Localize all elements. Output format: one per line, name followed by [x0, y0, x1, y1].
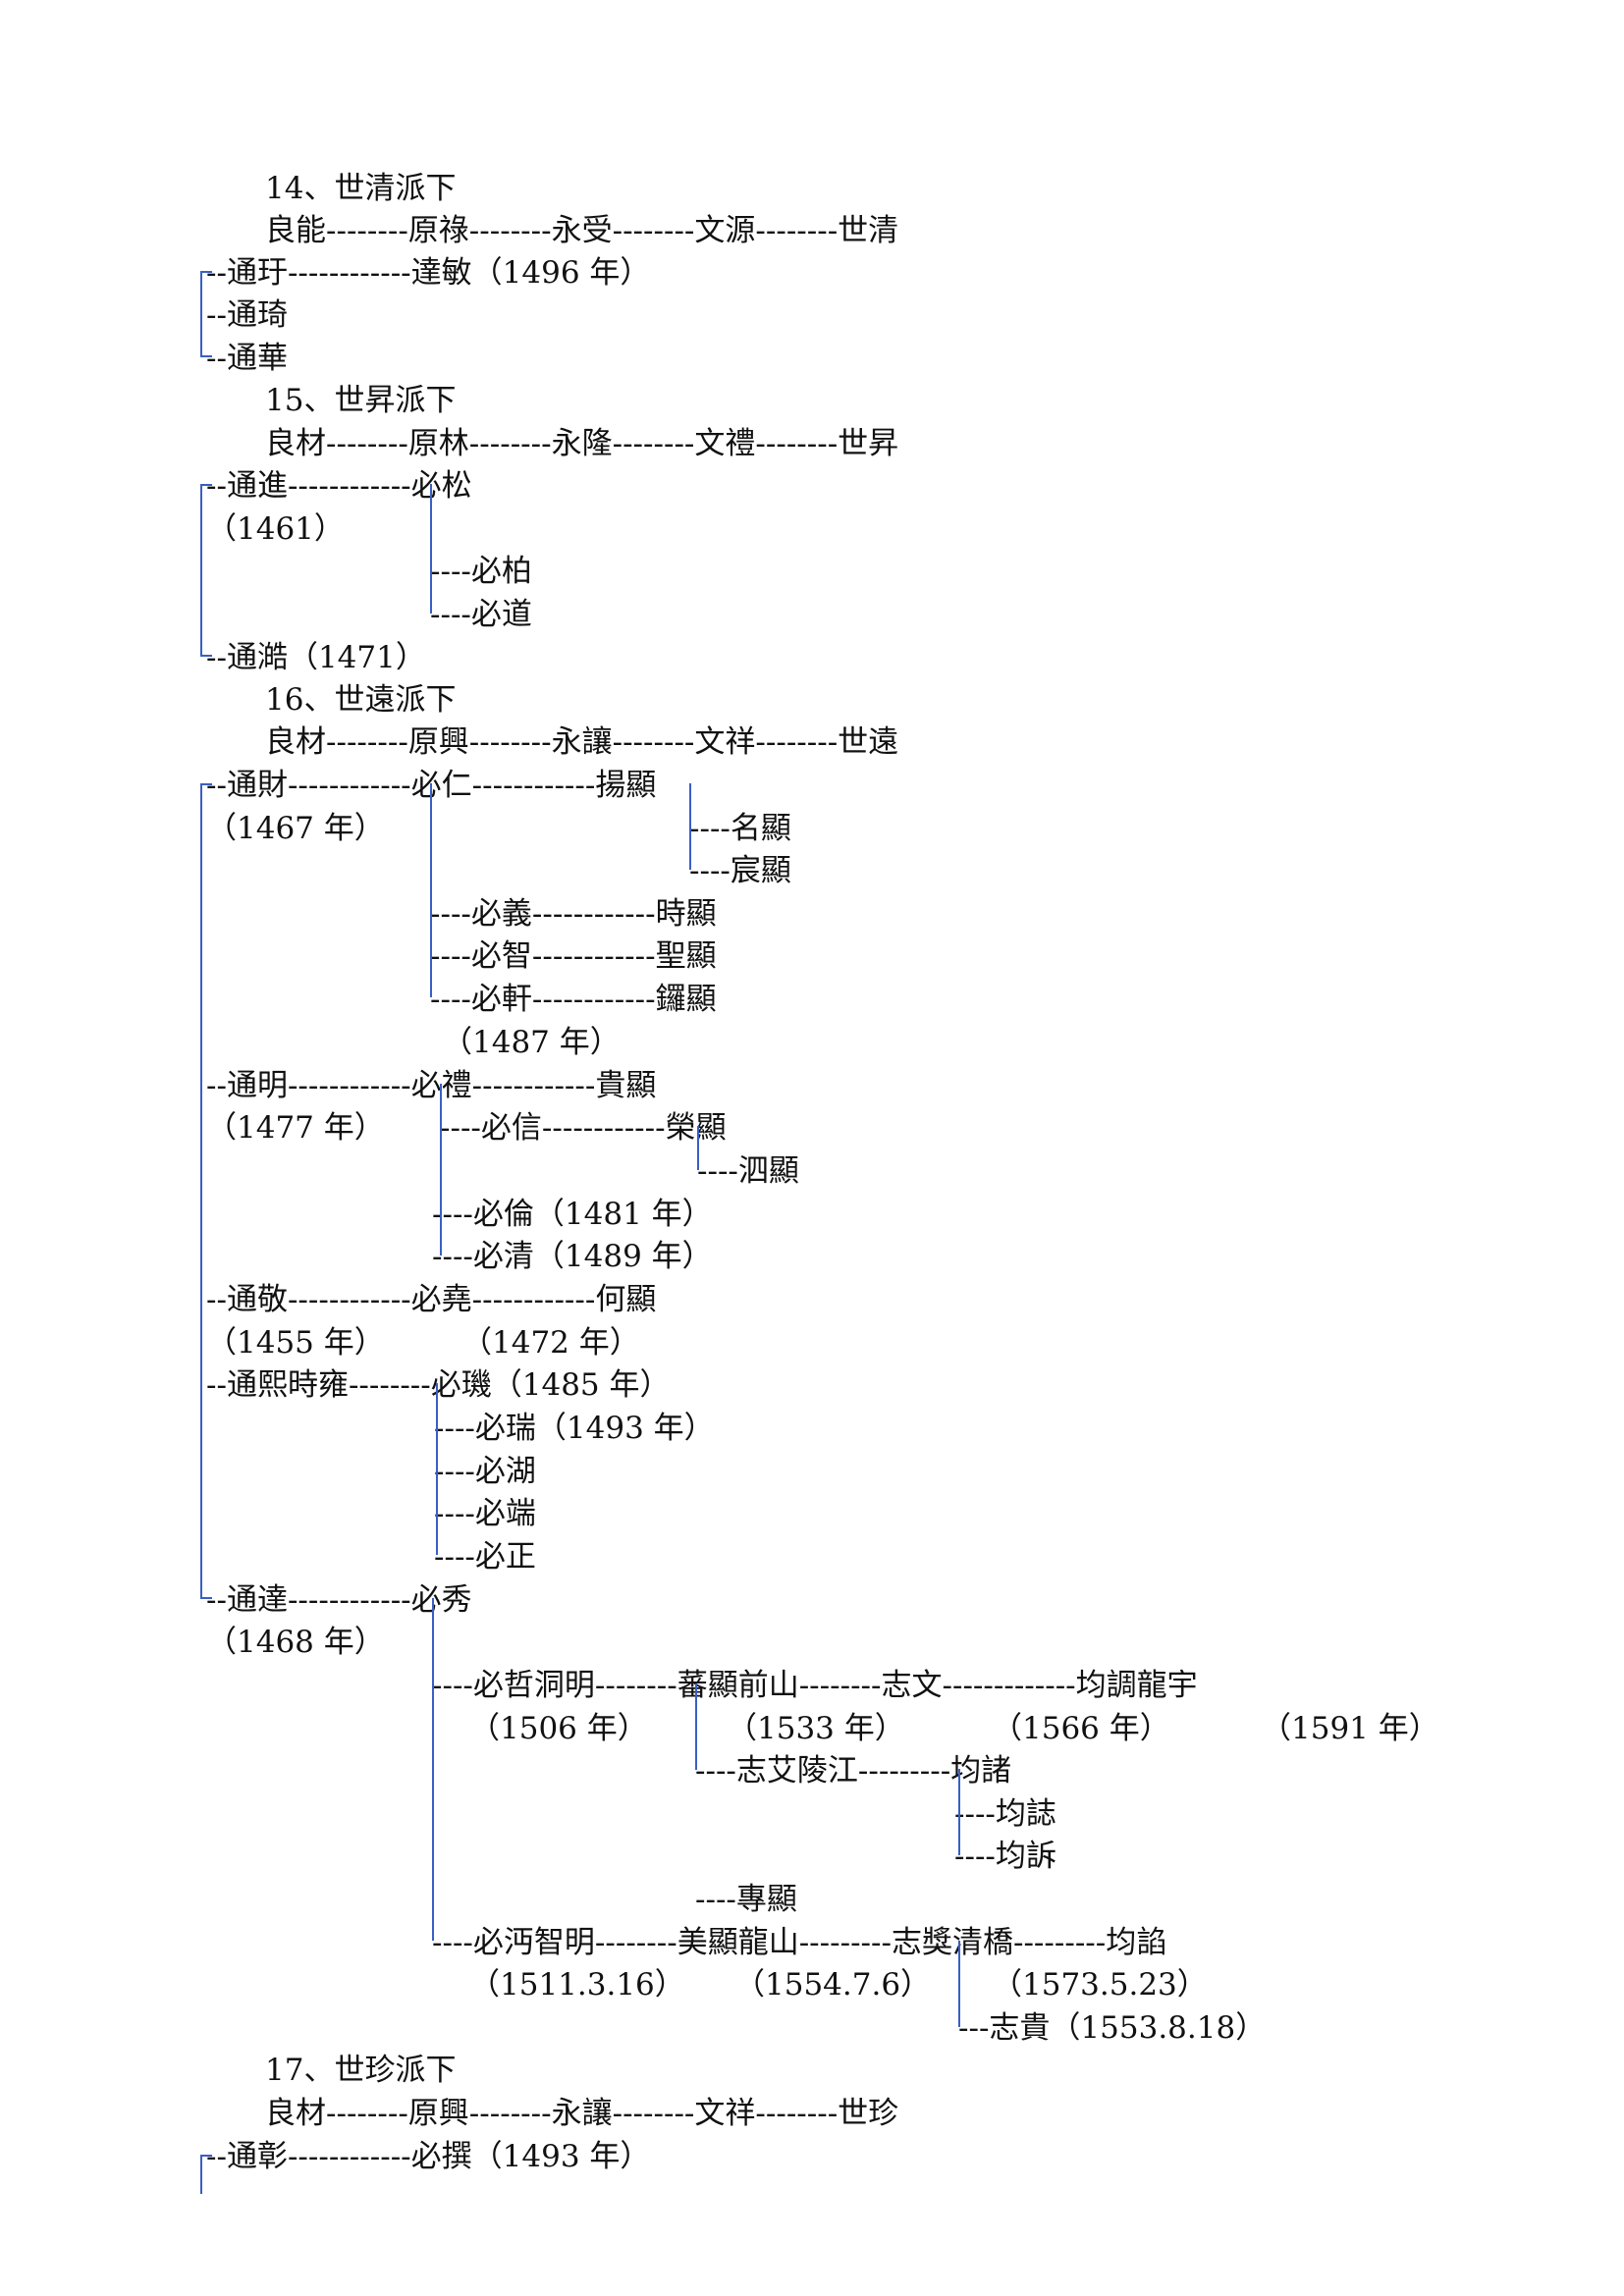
branch-connector	[200, 783, 212, 785]
genealogy-line: --通明------------必禮------------貴顯	[206, 1068, 657, 1103]
branch-connector	[200, 2155, 202, 2194]
genealogy-line: （1511.3.16）	[469, 1967, 685, 2002]
genealogy-line: ----必正	[434, 1539, 536, 1575]
genealogy-line: ----必瑞（1493 年）	[434, 1411, 715, 1446]
branch-connector	[200, 655, 212, 657]
genealogy-line: ----必信------------榮顯	[440, 1110, 727, 1146]
genealogy-line: （1573.5.23）	[992, 1967, 1208, 2002]
genealogy-line: ---志貴（1553.8.18）	[958, 2010, 1267, 2046]
branch-connector	[440, 1084, 442, 1255]
branch-connector	[200, 484, 212, 486]
genealogy-line: （1455 年）	[206, 1325, 385, 1361]
genealogy-line: （1506 年）	[469, 1711, 648, 1746]
genealogy-line: --通華	[206, 341, 288, 376]
genealogy-line: ----必智------------聖顯	[430, 938, 717, 974]
genealogy-line: （1533 年）	[727, 1711, 905, 1746]
genealogy-line: （1468 年）	[206, 1625, 385, 1660]
branch-connector	[200, 2155, 212, 2157]
section-15-lineage: 良材--------原林--------永隆--------文禮--------…	[265, 426, 899, 461]
branch-connector	[436, 1383, 438, 1555]
genealogy-line: （1487 年）	[442, 1025, 621, 1060]
genealogy-line: ----必倫（1481 年）	[432, 1197, 713, 1232]
genealogy-line: --通彰------------必撰（1493 年）	[206, 2139, 651, 2174]
genealogy-line: （1467 年）	[206, 811, 385, 846]
genealogy-line: --通玗------------達敏（1496 年）	[206, 255, 651, 291]
branch-connector	[689, 783, 691, 870]
branch-connector	[958, 1769, 960, 1855]
section-17-title: 17、世珍派下	[265, 2053, 457, 2088]
branch-connector	[958, 1941, 960, 2027]
genealogy-line: --通達------------必秀	[206, 1582, 472, 1618]
branch-connector	[200, 271, 212, 273]
genealogy-line: ----宸顯	[689, 853, 791, 888]
branch-connector	[430, 484, 432, 614]
genealogy-line: ----必義------------時顯	[430, 896, 717, 932]
genealogy-line: --通進------------必松	[206, 468, 472, 504]
branch-connector	[695, 1683, 697, 1770]
branch-connector	[432, 1598, 434, 1941]
genealogy-line: （1566 年）	[992, 1711, 1170, 1746]
branch-connector	[200, 484, 202, 656]
genealogy-line: （1591 年）	[1261, 1711, 1439, 1746]
branch-connector	[200, 355, 212, 357]
branch-connector	[697, 1126, 699, 1170]
branch-connector	[200, 783, 202, 1598]
genealogy-line: （1477 年）	[206, 1110, 385, 1146]
genealogy-line: --通熙時雍--------必璣（1485 年）	[206, 1367, 671, 1403]
genealogy-line: ----必湖	[434, 1454, 536, 1489]
genealogy-line: ----志艾陵江---------均諸	[695, 1753, 1012, 1789]
genealogy-line: ----必端	[434, 1496, 536, 1531]
branch-connector	[200, 1597, 212, 1599]
section-16-lineage: 良材--------原興--------永讓--------文祥--------…	[265, 724, 899, 760]
genealogy-line: --通琦	[206, 297, 288, 333]
section-17-lineage: 良材--------原興--------永讓--------文祥--------…	[265, 2096, 899, 2131]
genealogy-line: ----必清（1489 年）	[432, 1239, 713, 1274]
genealogy-line: ----均誌	[954, 1796, 1056, 1832]
genealogy-line: ----必道	[430, 597, 532, 632]
genealogy-line: （1554.7.6）	[734, 1967, 932, 2002]
genealogy-line: ----必沔智明--------美顯龍山---------志獎清橋-------…	[432, 1925, 1167, 1960]
genealogy-line: （1461）	[206, 511, 345, 547]
genealogy-line: ----必軒------------鑼顯	[430, 982, 717, 1017]
branch-connector	[200, 271, 202, 356]
genealogy-line: ----均訴	[954, 1839, 1056, 1874]
section-14-lineage: 良能--------原祿--------永受--------文源--------…	[265, 213, 899, 248]
genealogy-line: --通敬------------必堯------------何顯	[206, 1282, 657, 1317]
section-16-title: 16、世遠派下	[265, 682, 457, 718]
genealogy-line: ----必柏	[430, 554, 532, 589]
genealogy-line: （1472 年）	[461, 1325, 640, 1361]
genealogy-line: ----必哲洞明--------蕃顯前山--------志文----------…	[432, 1668, 1198, 1703]
section-14-title: 14、世清派下	[265, 171, 457, 206]
genealogy-line: ----名顯	[689, 811, 791, 846]
genealogy-line: --通澔（1471）	[206, 640, 426, 675]
genealogy-line: ----專顯	[695, 1882, 797, 1917]
branch-connector	[430, 783, 432, 997]
section-15-title: 15、世昇派下	[265, 383, 457, 418]
genealogy-line: ----泗顯	[697, 1153, 799, 1189]
